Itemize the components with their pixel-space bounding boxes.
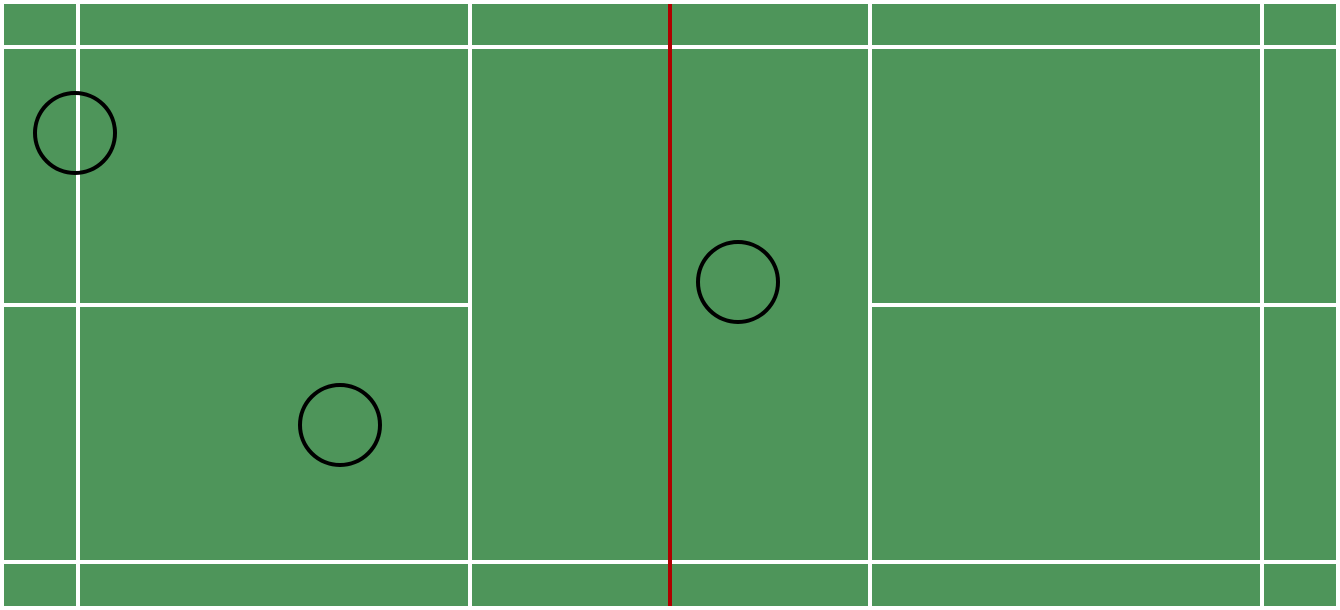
- player-marker-3[interactable]: [696, 240, 780, 324]
- player-markers: [33, 91, 780, 467]
- player-marker-1[interactable]: [33, 91, 117, 175]
- player-marker-2[interactable]: [298, 383, 382, 467]
